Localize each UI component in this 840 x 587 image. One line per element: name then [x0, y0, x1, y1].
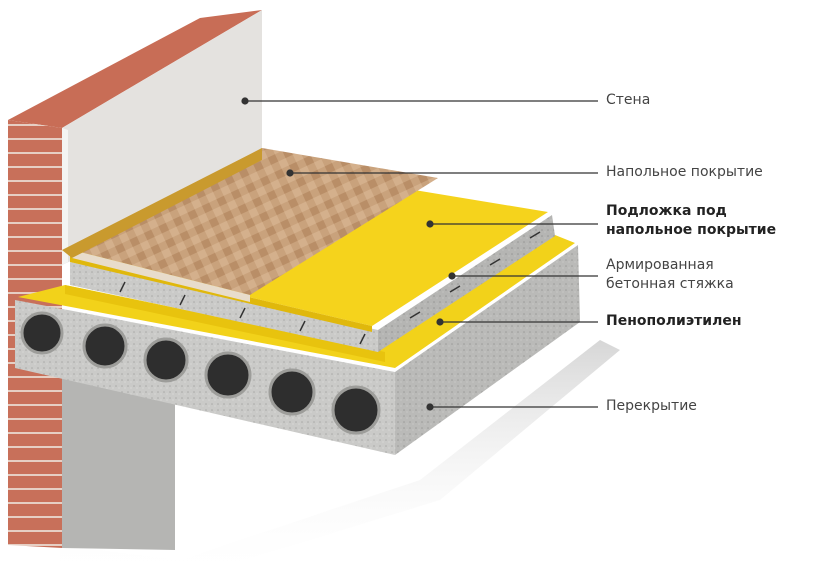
- foam-layer-front: [65, 285, 385, 362]
- slab-hole: [331, 385, 381, 435]
- label-foam: Пенополиэтилен: [606, 313, 742, 329]
- slab-hole: [268, 368, 316, 416]
- slab-side-shade: [395, 245, 580, 455]
- screed-side-shade: [378, 215, 555, 352]
- ground-shadow: [60, 340, 620, 580]
- brick-wall-top: [8, 10, 262, 128]
- label-wall: Стена: [606, 92, 651, 108]
- slab-hole: [20, 311, 64, 355]
- label-underlay-line2: напольное покрытие: [606, 222, 777, 238]
- slab-hole: [204, 351, 252, 399]
- label-underlay-line1: Подложка под: [606, 203, 727, 219]
- screed-side: [378, 215, 555, 352]
- leader-lines: [241, 97, 598, 411]
- slab-side: [395, 245, 580, 455]
- label-screed-line1: Армированная: [606, 257, 714, 273]
- flooring-top: [72, 148, 438, 295]
- label-slab: Перекрытие: [606, 398, 697, 414]
- foam-layer-top: [18, 235, 575, 368]
- label-flooring: Напольное покрытие: [606, 164, 763, 180]
- skirting: [62, 148, 262, 258]
- label-screed: Армированная бетонная стяжка: [606, 256, 734, 294]
- wall-plaster-edge: [62, 128, 68, 265]
- label-underlay: Подложка под напольное покрытие: [606, 202, 776, 240]
- flooring-front-edge: [72, 250, 250, 302]
- slab-hole: [143, 337, 189, 383]
- slab-holes: [20, 311, 381, 435]
- label-screed-line2: бетонная стяжка: [606, 276, 734, 292]
- rebar-ends: [119, 231, 541, 345]
- wall-plaster-face: [62, 10, 262, 265]
- slab-hole: [82, 323, 128, 369]
- wall-lower-face: [62, 360, 175, 550]
